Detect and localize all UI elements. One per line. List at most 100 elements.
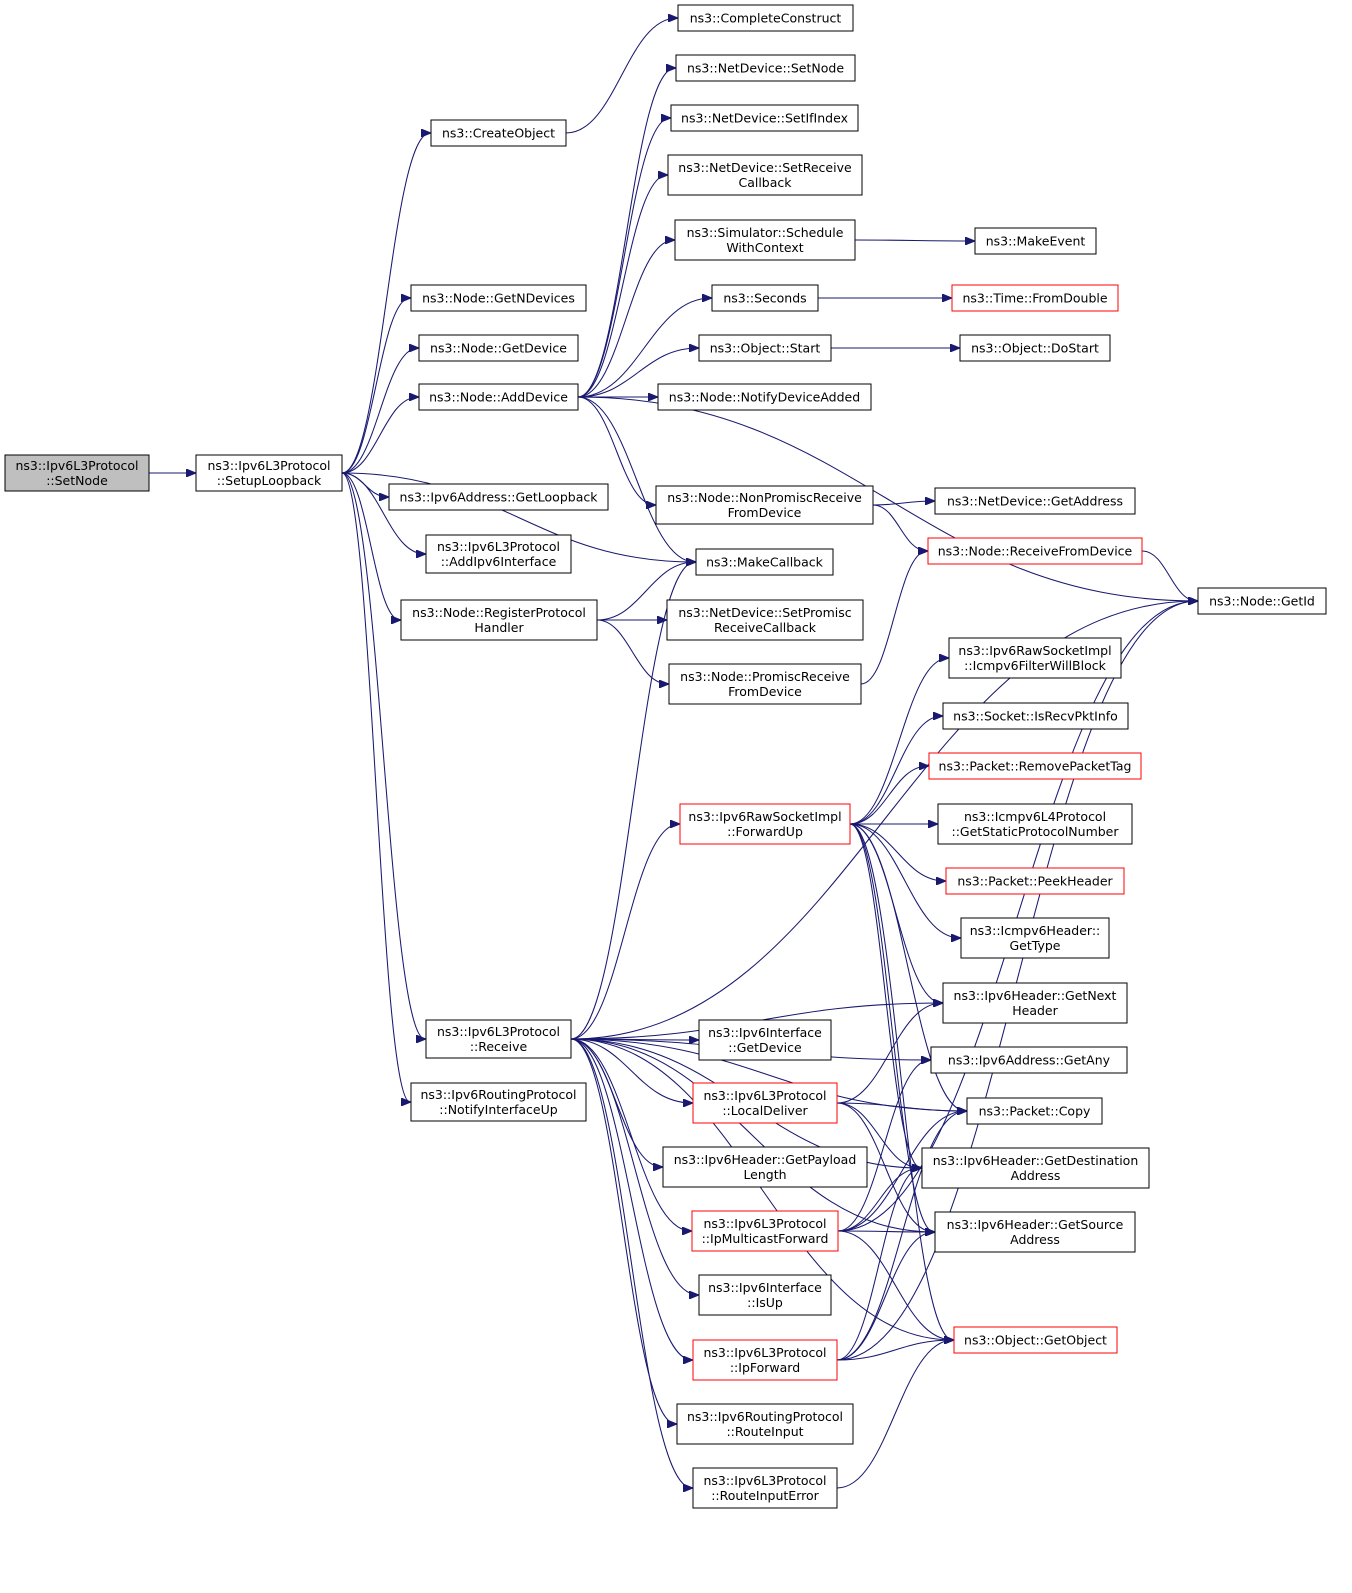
node-box <box>668 663 862 705</box>
edges-layer <box>149 18 1197 1488</box>
node-label: ns3::Node::NotifyDeviceAdded <box>669 390 860 405</box>
edge-forwardup-to-filterwillblock <box>849 658 948 825</box>
node-label: ns3::Time::FromDouble <box>962 291 1107 306</box>
node-label: ns3::Object::Start <box>710 341 821 356</box>
node-label: ns3::Ipv6RawSocketImpl <box>958 643 1111 658</box>
node-label: ns3::CreateObject <box>442 126 555 141</box>
edge-receive-to-localdeliver <box>570 1038 692 1103</box>
edge-forwardup-to-icmpgettype <box>849 823 960 938</box>
node-setnode[interactable]: ns3::Ipv6L3Protocol::SetNode <box>4 454 150 492</box>
node-label: ns3::MakeCallback <box>706 555 824 570</box>
node-if-getdevice[interactable]: ns3::Ipv6Interface::GetDevice <box>698 1019 832 1061</box>
node-box <box>662 1146 868 1188</box>
node-box <box>698 1019 832 1061</box>
node-filterwillblock[interactable]: ns3::Ipv6RawSocketImpl::Icmpv6FilterWill… <box>948 637 1122 679</box>
node-nd-getaddress[interactable]: ns3::NetDevice::GetAddress <box>934 487 1136 515</box>
edge-ipmulticastforward-to-getid <box>837 601 1197 1232</box>
node-box <box>945 867 1125 895</box>
node-getdevice[interactable]: ns3::Node::GetDevice <box>418 334 579 362</box>
node-routeinputerror[interactable]: ns3::Ipv6L3Protocol::RouteInputError <box>692 1467 838 1509</box>
edge-ipmulticastforward-to-packetcopy <box>837 1111 966 1232</box>
node-isrecvpktinfo[interactable]: ns3::Socket::IsRecvPktInfo <box>942 702 1129 730</box>
edge-receive-to-makecallback <box>570 562 695 1040</box>
node-box <box>430 119 567 147</box>
node-notifydeviceadded[interactable]: ns3::Node::NotifyDeviceAdded <box>657 383 872 411</box>
edge-ipforward-to-getdestination <box>836 1168 921 1361</box>
edge-adddevice-to-schedulewithcontext <box>577 240 674 398</box>
edge-ipforward-to-getobject <box>836 1340 953 1361</box>
node-removepackettag[interactable]: ns3::Packet::RemovePacketTag <box>928 752 1142 780</box>
node-adddevice[interactable]: ns3::Node::AddDevice <box>418 383 579 411</box>
node-notifyinterfaceup[interactable]: ns3::Ipv6RoutingProtocol::NotifyInterfac… <box>410 1082 587 1122</box>
node-receive[interactable]: ns3::Ipv6L3Protocol::Receive <box>425 1019 572 1059</box>
node-box <box>657 383 872 411</box>
edge-createobject-to-completeconstruct <box>565 18 677 134</box>
edge-localdeliver-to-packetcopy <box>836 1102 966 1111</box>
node-getloopback[interactable]: ns3::Ipv6Address::GetLoopback <box>388 483 609 511</box>
node-box <box>418 383 579 411</box>
node-label: ns3::Ipv6Header::GetPayload <box>674 1152 857 1167</box>
node-box <box>959 334 1111 362</box>
edge-receive-to-ipforward <box>570 1038 692 1360</box>
node-box <box>698 1274 832 1316</box>
node-label: ns3::Object::DoStart <box>971 341 1099 356</box>
edge-setuploopback-to-getdevice <box>341 348 418 474</box>
node-label: ns3::Node::GetDevice <box>430 341 567 356</box>
node-setpromiscreceivecallback[interactable]: ns3::NetDevice::SetPromiscReceiveCallbac… <box>666 599 864 641</box>
node-label: ns3::Node::GetNDevices <box>422 291 575 306</box>
node-label: Length <box>743 1167 786 1182</box>
node-peekheader[interactable]: ns3::Packet::PeekHeader <box>945 867 1125 895</box>
node-createobject[interactable]: ns3::CreateObject <box>430 119 567 147</box>
node-getstaticprotocolnumber[interactable]: ns3::Icmpv6L4Protocol::GetStaticProtocol… <box>937 803 1133 845</box>
node-fromdouble[interactable]: ns3::Time::FromDouble <box>951 284 1119 312</box>
node-label: FromDevice <box>728 684 802 699</box>
edge-forwardup-to-getobject <box>849 823 953 1340</box>
node-label: ReceiveCallback <box>714 620 817 635</box>
node-box <box>410 1082 587 1122</box>
node-label: ns3::Node::RegisterProtocol <box>412 605 586 620</box>
node-completeconstruct[interactable]: ns3::CompleteConstruct <box>677 4 854 32</box>
node-nd-setifindex[interactable]: ns3::NetDevice::SetIfIndex <box>670 104 859 132</box>
node-localdeliver[interactable]: ns3::Ipv6L3Protocol::LocalDeliver <box>692 1082 838 1124</box>
node-label: ::RouteInput <box>726 1424 803 1439</box>
node-setuploopback[interactable]: ns3::Ipv6L3Protocol::SetupLoopback <box>195 454 343 492</box>
node-getany[interactable]: ns3::Ipv6Address::GetAny <box>930 1046 1128 1074</box>
node-getid[interactable]: ns3::Node::GetId <box>1197 587 1327 615</box>
node-label: ns3::Socket::IsRecvPktInfo <box>953 709 1118 724</box>
node-label: ns3::Ipv6L3Protocol <box>437 539 560 554</box>
node-objectstart[interactable]: ns3::Object::Start <box>698 334 832 362</box>
node-makeevent[interactable]: ns3::MakeEvent <box>974 227 1097 255</box>
node-routeinput[interactable]: ns3::Ipv6RoutingProtocol::RouteInput <box>676 1403 854 1445</box>
node-getobject[interactable]: ns3::Object::GetObject <box>953 1326 1118 1354</box>
node-if-isup[interactable]: ns3::Ipv6Interface::IsUp <box>698 1274 832 1316</box>
node-label: ns3::NetDevice::SetReceive <box>678 160 852 175</box>
node-seconds[interactable]: ns3::Seconds <box>711 284 819 312</box>
node-addipv6interface[interactable]: ns3::Ipv6L3Protocol::AddIpv6Interface <box>425 534 572 574</box>
node-getndevices[interactable]: ns3::Node::GetNDevices <box>410 284 587 312</box>
edge-receive-to-forwardup <box>570 824 679 1040</box>
node-box <box>388 483 609 511</box>
edge-promiscreceive-to-receivefromdevice <box>860 551 927 685</box>
node-makecallback[interactable]: ns3::MakeCallback <box>695 548 834 576</box>
node-nd-setnode[interactable]: ns3::NetDevice::SetNode <box>675 54 856 82</box>
node-icmpgettype[interactable]: ns3::Icmpv6Header::GetType <box>960 917 1110 959</box>
node-label: ns3::Node::ReceiveFromDevice <box>938 544 1133 559</box>
node-packetcopy[interactable]: ns3::Packet::Copy <box>966 1097 1103 1125</box>
node-box <box>675 54 856 82</box>
node-box <box>934 487 1136 515</box>
node-ipforward[interactable]: ns3::Ipv6L3Protocol::IpForward <box>692 1339 838 1381</box>
node-box <box>951 284 1119 312</box>
node-dostart[interactable]: ns3::Object::DoStart <box>959 334 1111 362</box>
node-receivefromdevice[interactable]: ns3::Node::ReceiveFromDevice <box>927 537 1143 565</box>
node-ipmulticastforward[interactable]: ns3::Ipv6L3Protocol::IpMulticastForward <box>691 1210 839 1252</box>
node-forwardup[interactable]: ns3::Ipv6RawSocketImpl::ForwardUp <box>679 803 851 845</box>
